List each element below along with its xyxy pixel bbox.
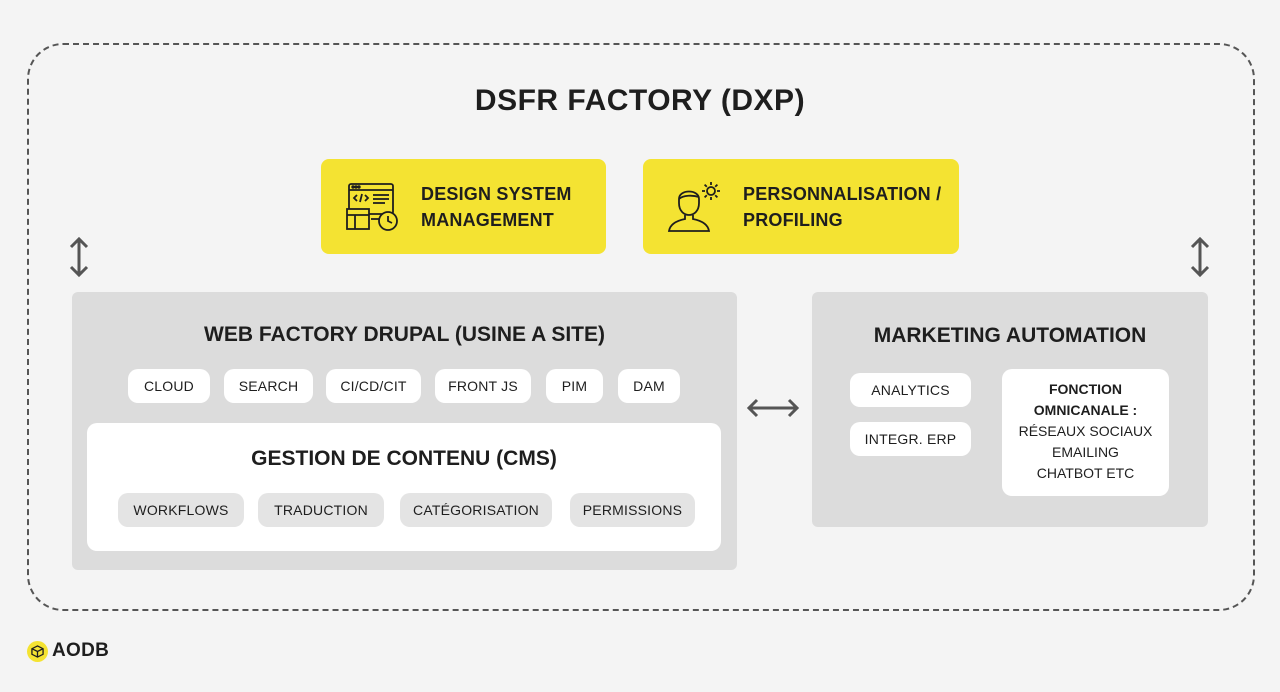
horizontal-double-arrow-icon [746,398,800,418]
cube-icon [27,640,48,662]
tag-cloud: CLOUD [128,369,210,403]
marketing-title: MARKETING AUTOMATION [873,324,1147,347]
web-factory-panel: WEB FACTORY DRUPAL (USINE A SITE) CLOUD … [72,292,737,570]
tag-dam: DAM [618,369,680,403]
logo-text: AODB [52,640,110,661]
tag-search: SEARCH [224,369,313,403]
tag-categorisation: CATÉGORISATION [400,493,552,527]
design-system-label: DESIGN SYSTEM MANAGEMENT [421,183,572,230]
omni-title-2: OMNICANALE : [1033,402,1138,418]
personnalisation-label: PERSONNALISATION / PROFILING [743,183,942,230]
omni-title-1: FONCTION [1048,381,1123,397]
dxp-dashed-frame [27,43,1255,611]
tag-permissions: PERMISSIONS [570,493,695,527]
cms-box: GESTION DE CONTENU (CMS) WORKFLOWS TRADU… [87,423,721,551]
omnicanal-box: FONCTION OMNICANALE : RÉSEAUX SOCIAUX EM… [1002,369,1169,496]
omni-line: EMAILING [1052,444,1119,460]
personnalisation-card: PERSONNALISATION / PROFILING [643,159,959,254]
diagram-title: DSFR FACTORY (DXP) [474,84,806,117]
tag-integr-erp: INTEGR. ERP [850,422,971,456]
vertical-double-arrow-left-icon [69,236,89,278]
tag-front-js: FRONT JS [435,369,531,403]
tag-traduction: TRADUCTION [258,493,384,527]
marketing-automation-panel: MARKETING AUTOMATION ANALYTICS INTEGR. E… [812,292,1208,527]
design-system-card: DESIGN SYSTEM MANAGEMENT [321,159,606,254]
vertical-double-arrow-right-icon [1190,236,1210,278]
tag-ci-cd-cit: CI/CD/CIT [326,369,421,403]
tag-workflows: WORKFLOWS [118,493,244,527]
user-gear-icon [667,181,720,232]
aodb-logo: AODB [27,640,109,662]
omni-line: RÉSEAUX SOCIAUX [1018,423,1153,439]
cms-title: GESTION DE CONTENU (CMS) [251,447,557,470]
tag-pim: PIM [546,369,603,403]
web-factory-title: WEB FACTORY DRUPAL (USINE A SITE) [204,323,605,346]
omni-line: CHATBOT ETC [1036,465,1135,481]
tag-analytics: ANALYTICS [850,373,971,407]
code-window-clock-icon [346,182,398,231]
